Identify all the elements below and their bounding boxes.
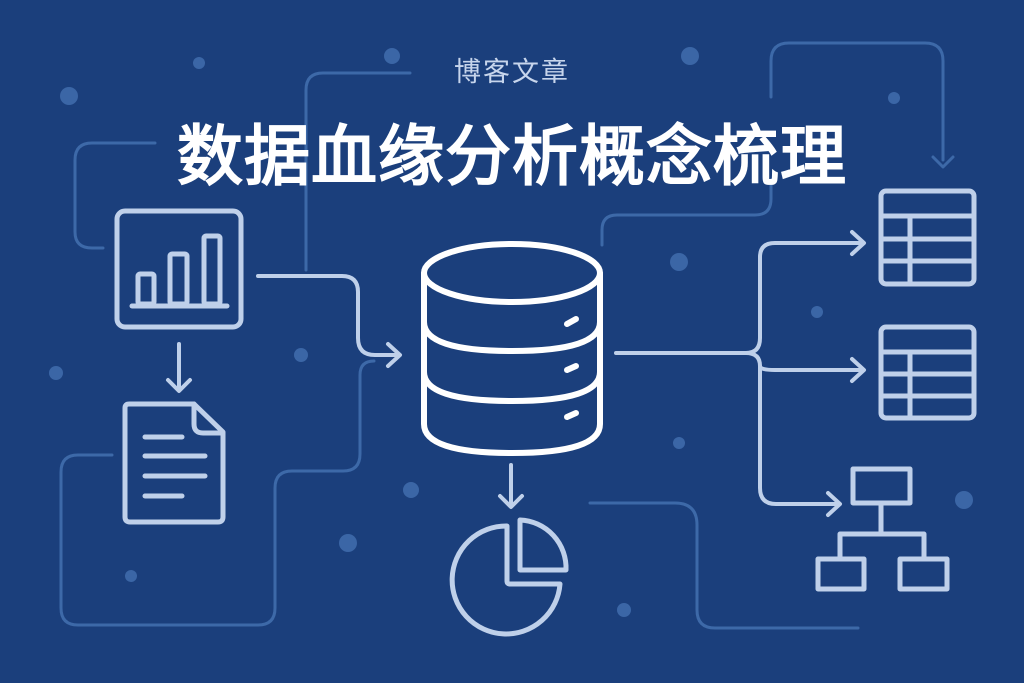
database-icon: [421, 241, 603, 456]
page-title: 数据血缘分析概念梳理: [177, 118, 847, 195]
faint-arrowhead: [931, 155, 955, 169]
background-connectors: [59, 41, 945, 630]
pie-chart-icon: [449, 517, 569, 637]
subtitle: 博客文章: [454, 57, 570, 88]
arrow-database-to-pie: [498, 463, 524, 509]
table-icon: [878, 188, 977, 287]
bar-chart-icon: [114, 208, 244, 330]
org-chart-icon: [815, 466, 950, 592]
branch-connectors: [614, 230, 866, 517]
document-icon: [122, 401, 226, 525]
arrow-chart-to-database: [256, 274, 402, 368]
decorative-dots: [49, 47, 973, 617]
arrow-chart-to-document: [166, 342, 192, 393]
table-icon: [878, 324, 977, 421]
